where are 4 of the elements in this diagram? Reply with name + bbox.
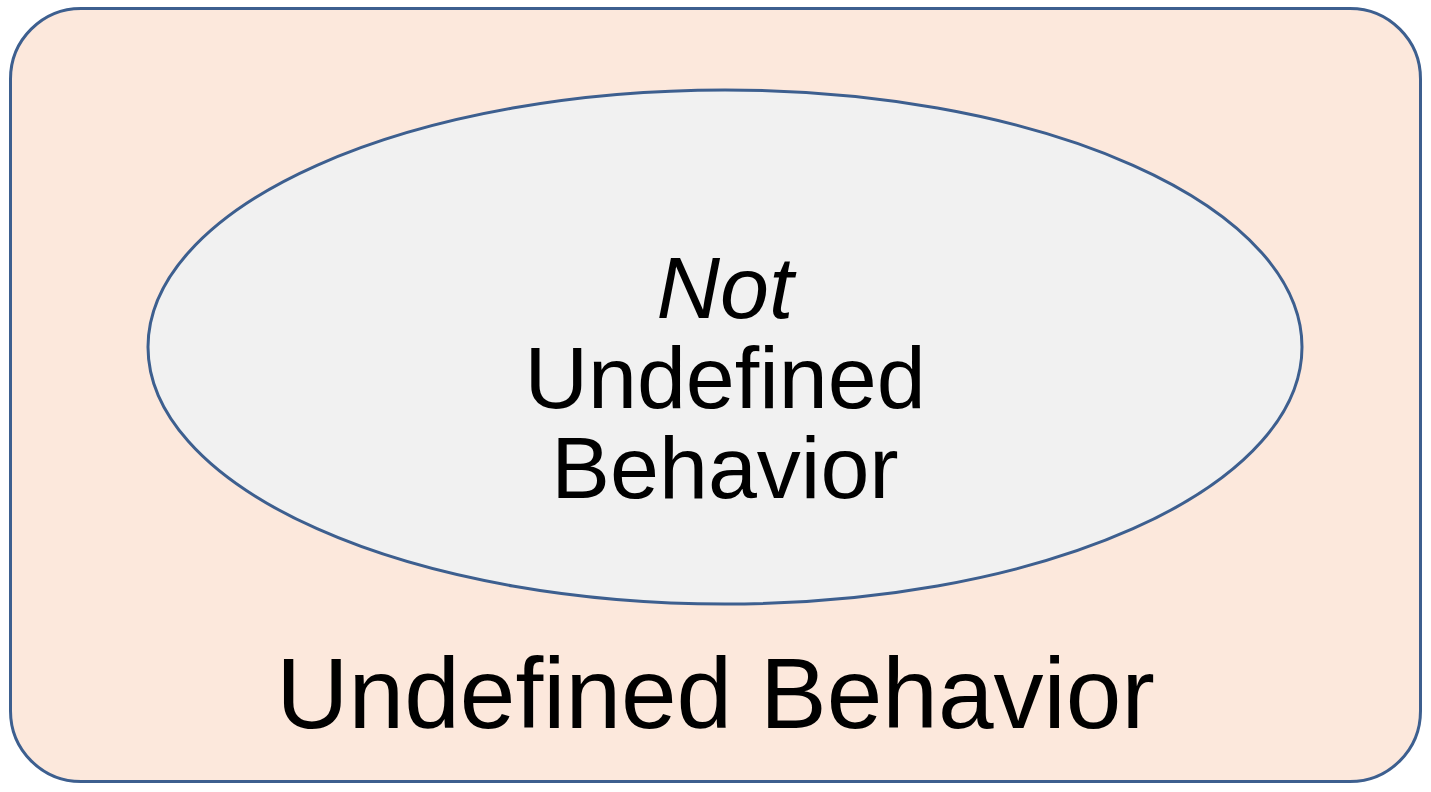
node-label: Undefined Behavior	[275, 642, 1156, 744]
rounded-box	[9, 7, 1422, 783]
node-label: Not Undefined Behavior	[523, 243, 927, 513]
ellipse	[146, 88, 1304, 606]
